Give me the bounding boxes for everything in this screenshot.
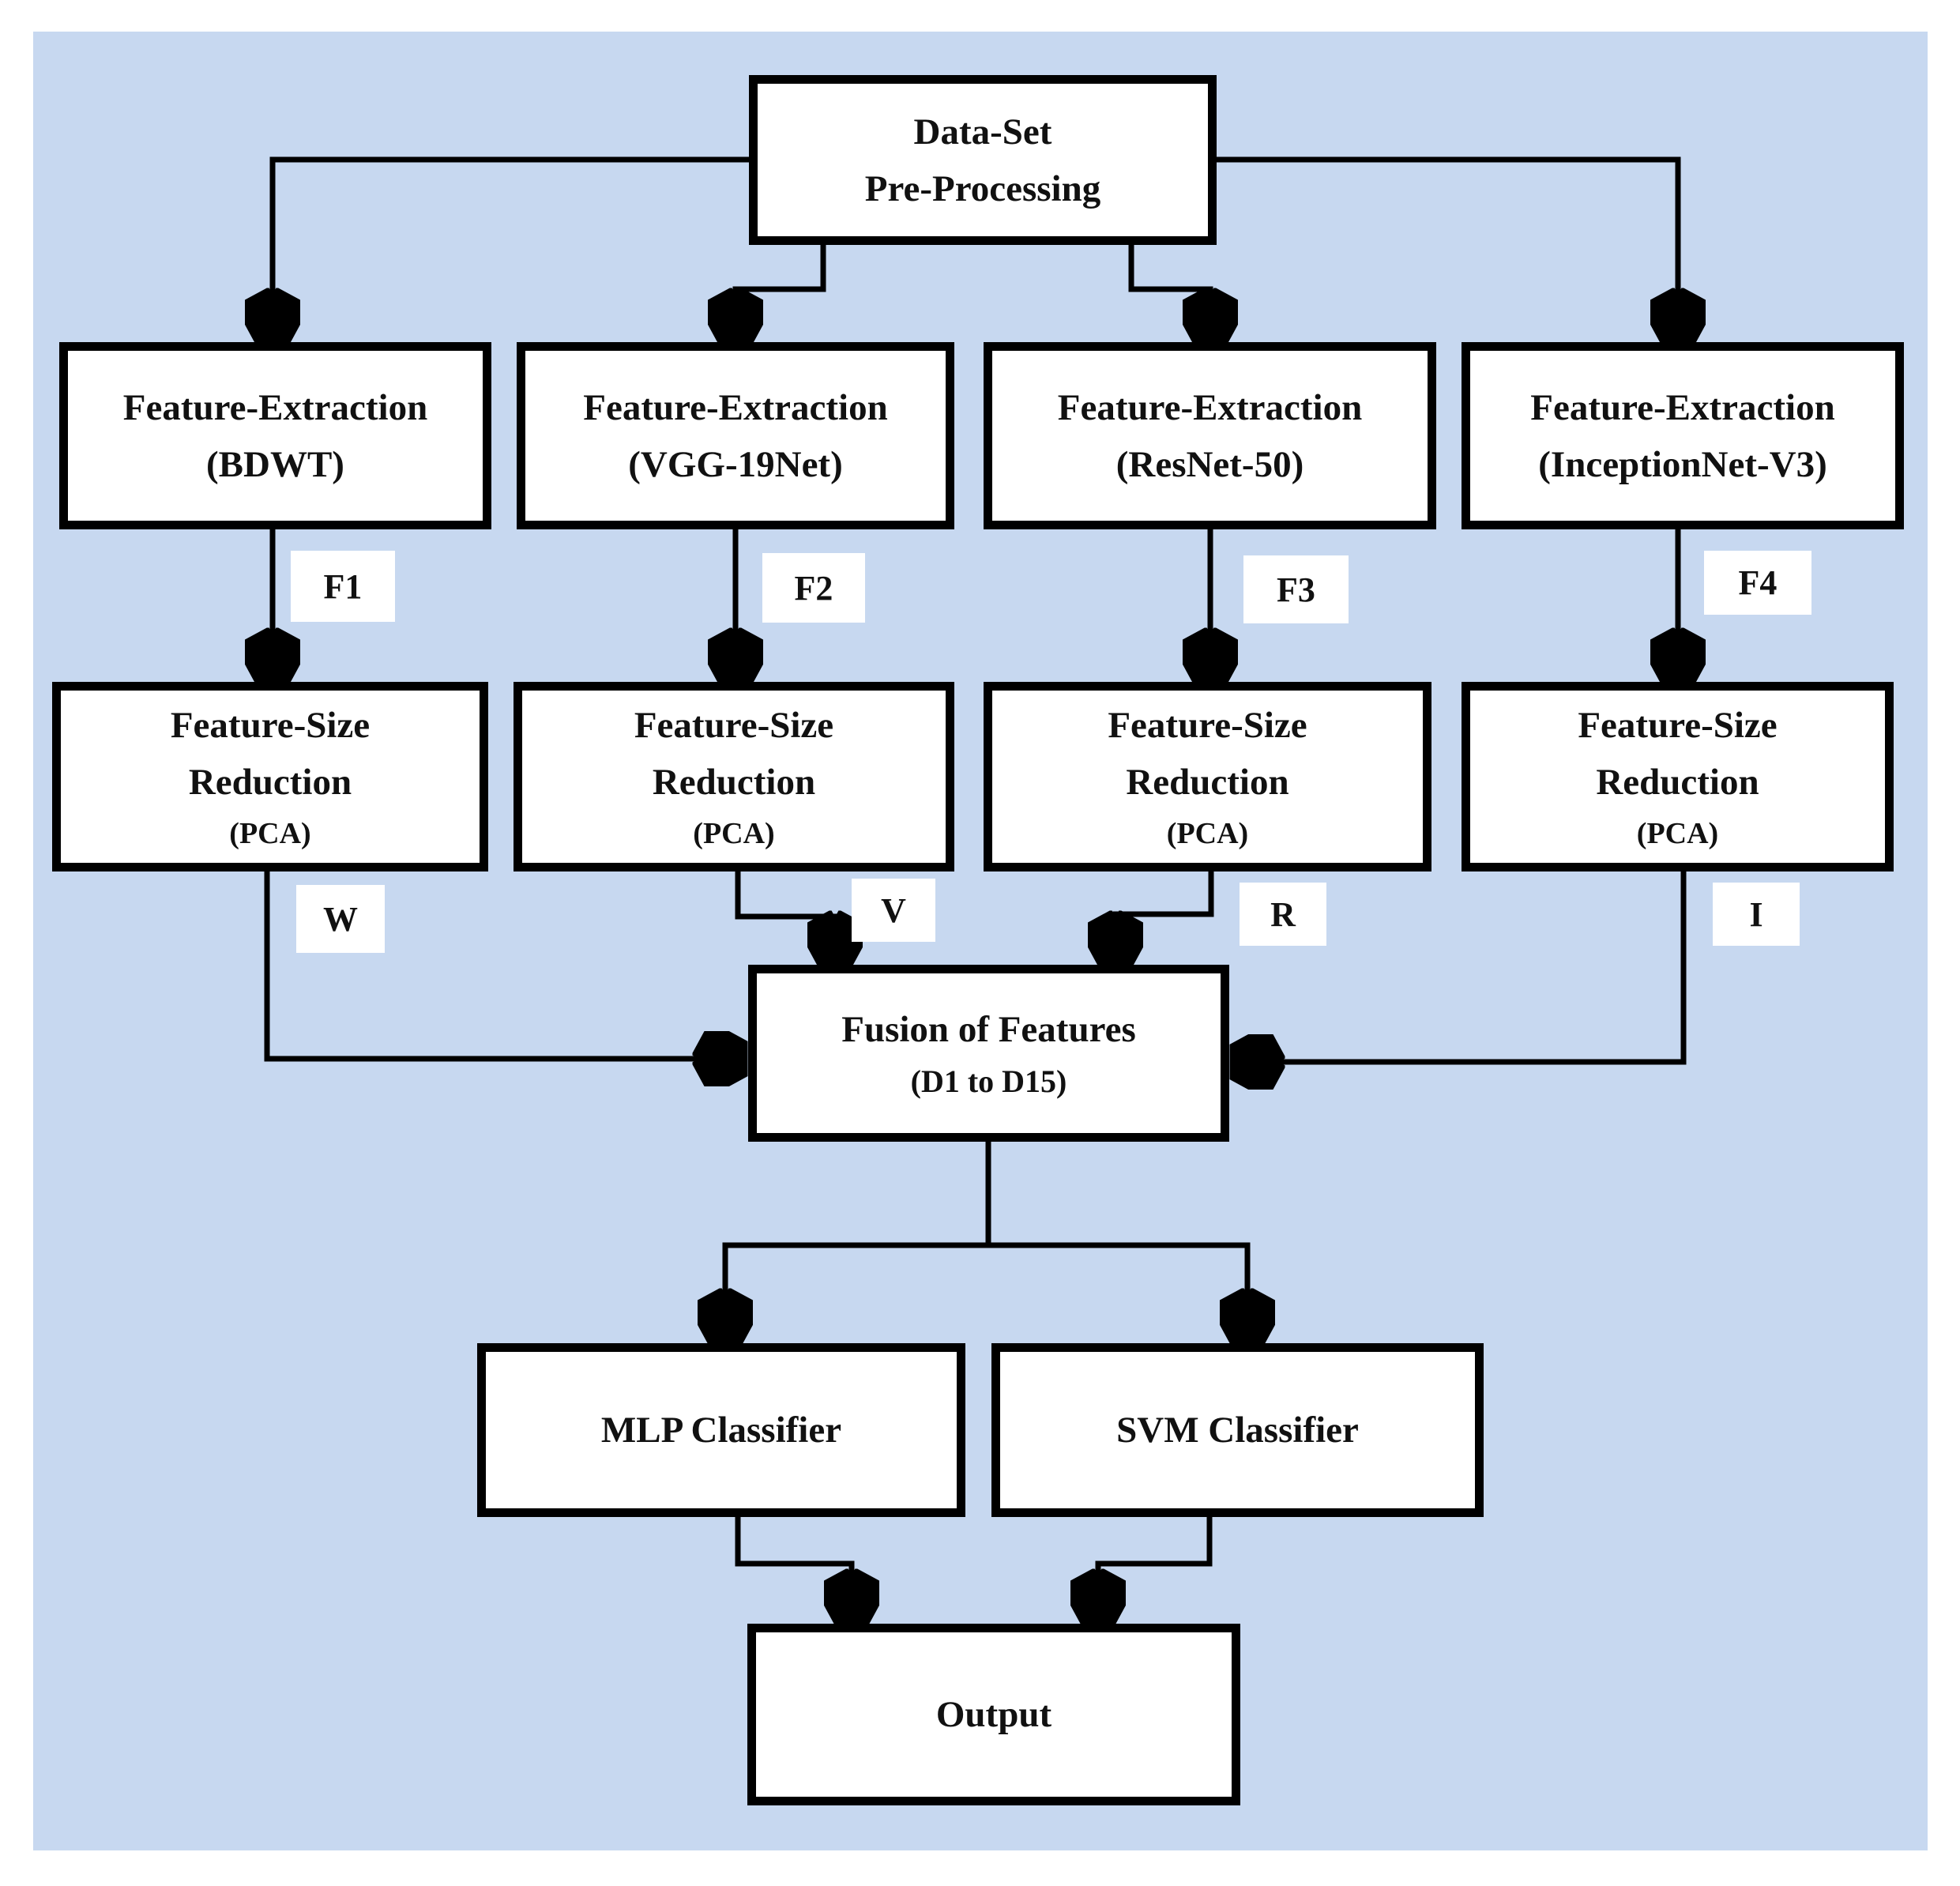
edge-label-f2: F2	[762, 553, 865, 623]
edge-preproc-to-resnet	[1128, 243, 1210, 335]
edge-fusion-to-svm	[988, 1242, 1247, 1335]
node-feature-size-reduction-4: Feature-Size Reduction (PCA)	[1462, 682, 1894, 871]
node-label: (BDWT)	[206, 443, 344, 485]
edge-pca3-to-fusion	[1115, 871, 1214, 958]
node-label: Data-Set	[913, 111, 1052, 152]
node-dataset-preprocessing: Data-Set Pre-Processing	[749, 75, 1217, 245]
edge-label-r: R	[1240, 883, 1326, 946]
node-feature-size-reduction-2: Feature-Size Reduction (PCA)	[514, 682, 954, 871]
node-label: Output	[935, 1694, 1052, 1735]
node-label: Feature-Extraction	[1530, 386, 1835, 428]
node-label: Reduction	[1126, 762, 1289, 803]
edge-svm-to-output	[1098, 1517, 1213, 1616]
node-output: Output	[747, 1624, 1240, 1805]
node-fusion-of-features: Fusion of Features (D1 to D15)	[748, 965, 1229, 1142]
node-label: Feature-Extraction	[1057, 386, 1363, 428]
node-label: Feature-Size	[170, 705, 371, 746]
edge-label-f3: F3	[1243, 555, 1349, 623]
node-label: Reduction	[652, 762, 816, 803]
node-feature-extraction-vgg19: Feature-Extraction (VGG-19Net)	[517, 342, 954, 529]
node-label: Feature-Extraction	[583, 386, 888, 428]
edge-mlp-to-output	[735, 1517, 852, 1616]
edge-label-v: V	[852, 879, 935, 942]
node-mlp-classifier: MLP Classifier	[477, 1343, 965, 1517]
edge-label-w: W	[296, 885, 385, 953]
edge-label-i: I	[1713, 883, 1800, 946]
node-feature-size-reduction-3: Feature-Size Reduction (PCA)	[984, 682, 1431, 871]
node-label: Reduction	[1596, 762, 1759, 803]
node-sublabel: (D1 to D15)	[910, 1063, 1067, 1099]
node-feature-extraction-resnet50: Feature-Extraction (ResNet-50)	[984, 342, 1436, 529]
edge-label-f4: F4	[1704, 551, 1811, 615]
node-label: Feature-Size	[634, 705, 834, 746]
node-label: Feature-Size	[1108, 705, 1307, 746]
node-label: Fusion of Features	[841, 1009, 1136, 1050]
node-feature-extraction-inceptionv3: Feature-Extraction (InceptionNet-V3)	[1462, 342, 1904, 529]
node-feature-extraction-bdwt: Feature-Extraction (BDWT)	[59, 342, 491, 529]
node-sublabel: (PCA)	[229, 817, 311, 850]
node-label: Pre-Processing	[864, 168, 1101, 209]
node-label: Feature-Extraction	[122, 386, 428, 428]
node-label: Reduction	[188, 762, 352, 803]
edge-label-f1: F1	[291, 551, 395, 622]
edge-preproc-to-vgg	[735, 243, 826, 335]
node-label: (ResNet-50)	[1115, 443, 1304, 485]
edge-preproc-to-bdwt	[273, 156, 749, 335]
node-label: SVM Classifier	[1116, 1410, 1359, 1451]
node-sublabel: (PCA)	[1636, 817, 1719, 850]
node-svm-classifier: SVM Classifier	[991, 1343, 1484, 1517]
edge-pca2-to-fusion	[735, 871, 835, 958]
node-label: Feature-Size	[1578, 705, 1778, 746]
edge-pca1-to-fusion	[264, 871, 739, 1059]
node-label: (VGG-19Net)	[628, 443, 843, 485]
edge-preproc-to-inception	[1217, 156, 1678, 335]
edge-pca4-to-fusion	[1238, 871, 1687, 1062]
edge-fusion-to-mlp	[725, 1242, 988, 1335]
node-label: (InceptionNet-V3)	[1538, 443, 1827, 485]
node-feature-size-reduction-1: Feature-Size Reduction (PCA)	[52, 682, 488, 871]
node-sublabel: (PCA)	[693, 817, 775, 850]
node-label: MLP Classifier	[600, 1410, 842, 1451]
node-sublabel: (PCA)	[1166, 817, 1249, 850]
